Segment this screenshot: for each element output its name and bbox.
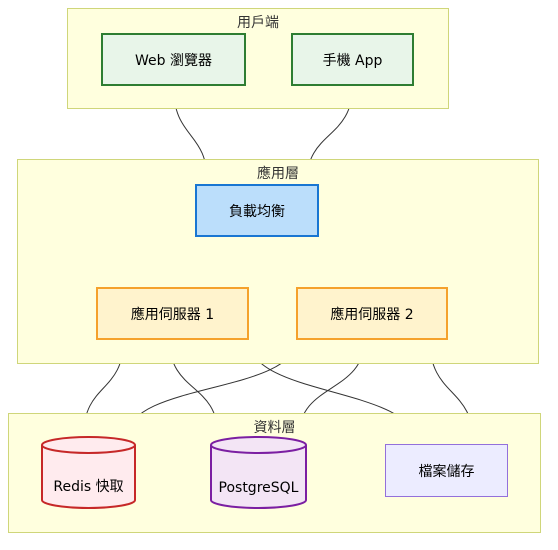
load-balancer-node[interactable]: 負載均衡: [195, 184, 319, 237]
web-browser-label: Web 瀏覽器: [135, 52, 212, 69]
data-layer-title: 資料層: [253, 420, 296, 436]
postgresql-cylinder-shape: [210, 436, 307, 509]
web-browser-node[interactable]: Web 瀏覽器: [101, 33, 246, 86]
app-server-2-node[interactable]: 應用伺服器 2: [296, 287, 448, 340]
app-server-1-label: 應用伺服器 1: [130, 306, 215, 323]
load-balancer-label: 負載均衡: [229, 203, 285, 220]
mobile-app-node[interactable]: 手機 App: [291, 33, 414, 86]
client-layer-title: 用戶端: [237, 15, 279, 31]
postgresql-node[interactable]: PostgreSQL: [210, 436, 307, 509]
app-server-1-node[interactable]: 應用伺服器 1: [96, 287, 249, 340]
app-layer-title: 應用層: [257, 166, 299, 182]
file-storage-label: 檔案儲存: [418, 463, 475, 480]
redis-cylinder-shape: [41, 436, 136, 509]
redis-cache-node[interactable]: Redis 快取: [41, 436, 136, 509]
redis-cache-label: Redis 快取: [53, 479, 124, 495]
postgresql-label: PostgreSQL: [218, 480, 299, 496]
app-server-2-label: 應用伺服器 2: [330, 306, 414, 323]
file-storage-node[interactable]: 檔案儲存: [385, 444, 508, 497]
mobile-app-label: 手機 App: [322, 52, 383, 69]
